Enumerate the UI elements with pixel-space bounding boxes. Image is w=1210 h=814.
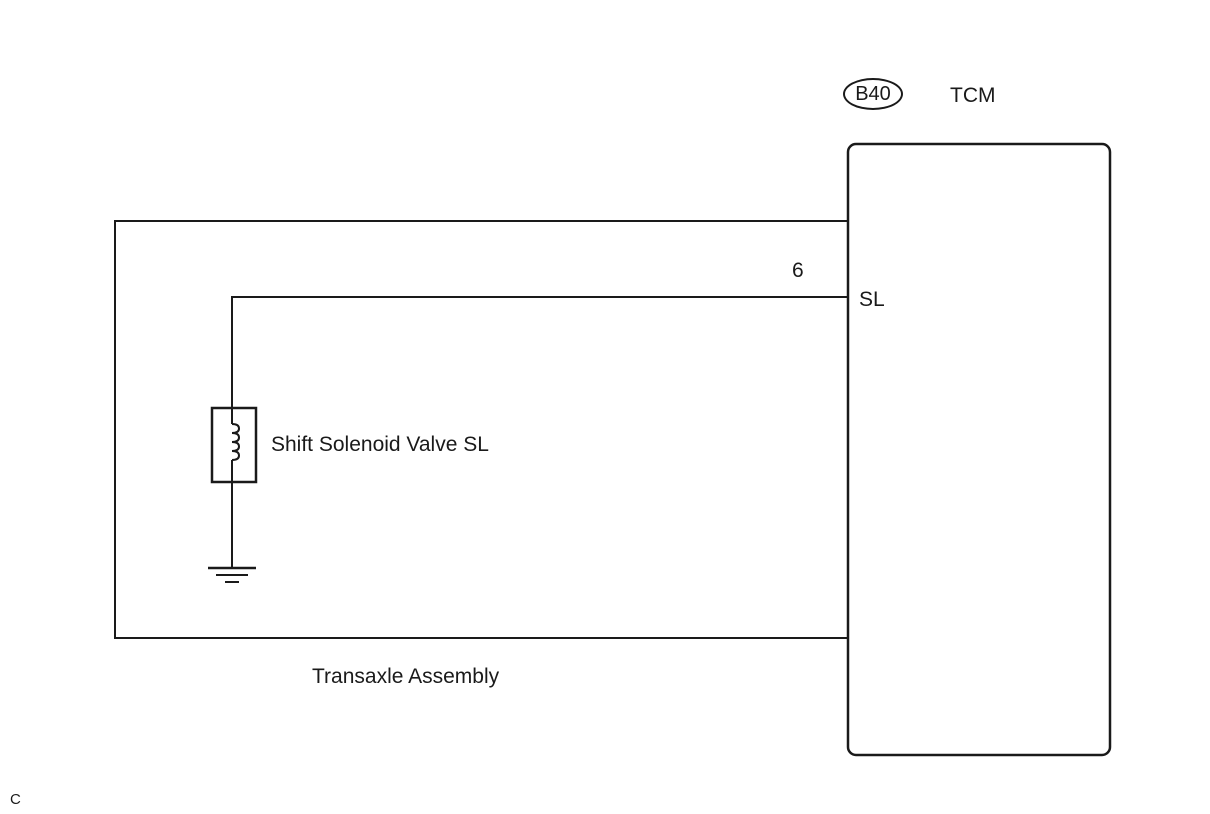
connector-code-badge: B40 [843, 78, 903, 110]
assembly-label: Transaxle Assembly [312, 665, 500, 688]
transaxle-assembly-boundary [114, 220, 848, 639]
terminal-name: SL [859, 288, 885, 311]
ground-icon [208, 566, 256, 583]
footer-code: C [10, 791, 21, 808]
solenoid-coil-icon [210, 406, 258, 484]
tcm-label: TCM [950, 84, 996, 107]
solenoid-label: Shift Solenoid Valve SL [271, 433, 489, 456]
tcm-box [846, 142, 1112, 757]
connector-code: B40 [855, 82, 891, 105]
terminal-number: 6 [792, 259, 804, 282]
sl-signal-wire [231, 296, 848, 408]
